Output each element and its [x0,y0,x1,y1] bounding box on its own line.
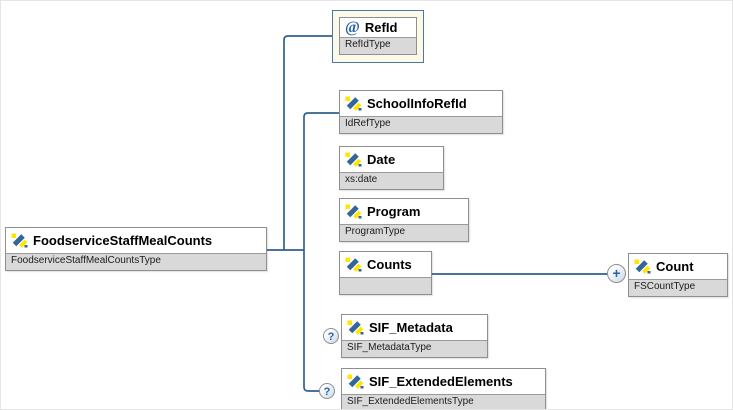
element-icon [345,96,362,111]
node-title-row: Date [340,147,443,172]
node-type-label: SIF_ExtendedElementsType [342,394,545,409]
node-label: SIF_ExtendedElements [369,374,513,389]
node-refid-attribute[interactable]: @ RefId RefIdType [339,17,417,55]
node-count[interactable]: Count FSCountType [628,253,728,297]
attribute-at-icon: @ [345,18,360,36]
node-type-label: IdRefType [340,116,502,133]
optional-badge-sif-extendedelements[interactable]: ? [319,383,335,399]
selected-node-highlight: @ RefId RefIdType [332,10,424,63]
element-icon [345,152,362,167]
node-title-row: SchoolInfoRefId [340,91,502,116]
element-icon [345,204,362,219]
node-type-label: FoodserviceStaffMealCountsType [6,253,266,270]
node-type-label: RefIdType [340,37,416,54]
element-icon [345,257,362,272]
node-type-label: FSCountType [629,279,727,296]
node-label: Program [367,204,421,219]
node-title-row: Counts [340,252,431,277]
node-sif-extendedelements[interactable]: SIF_ExtendedElements SIF_ExtendedElement… [341,368,546,409]
element-icon [347,320,364,335]
node-title-row: FoodserviceStaffMealCounts [6,228,266,253]
node-counts[interactable]: Counts [339,251,432,295]
node-label: SIF_Metadata [369,320,453,335]
node-title-row: Program [340,199,468,224]
node-title-row: SIF_Metadata [342,315,487,340]
node-type-label: xs:date [340,172,443,189]
node-schoolinforefid[interactable]: SchoolInfoRefId IdRefType [339,90,503,134]
node-label: Counts [367,257,412,272]
node-date[interactable]: Date xs:date [339,146,444,190]
node-title-row: SIF_ExtendedElements [342,369,545,394]
node-title-row: @ RefId [340,18,416,37]
node-sif-metadata[interactable]: SIF_Metadata SIF_MetadataType [341,314,488,358]
node-label: SchoolInfoRefId [367,96,467,111]
optional-badge-sif-metadata[interactable]: ? [323,328,339,344]
node-label: Count [656,259,694,274]
node-type-label: ProgramType [340,224,468,241]
element-icon [347,374,364,389]
node-label: RefId [364,20,398,35]
node-type-label: SIF_MetadataType [342,340,487,357]
node-title-row: Count [629,254,727,279]
node-label: FoodserviceStaffMealCounts [33,233,213,248]
node-program[interactable]: Program ProgramType [339,198,469,242]
expand-badge-count[interactable]: + [607,264,626,283]
element-icon [11,233,28,248]
node-label: Date [367,152,396,167]
element-icon [634,259,651,274]
node-type-label [340,277,431,294]
node-foodservicestaffmealcounts[interactable]: FoodserviceStaffMealCounts FoodserviceSt… [5,227,267,271]
